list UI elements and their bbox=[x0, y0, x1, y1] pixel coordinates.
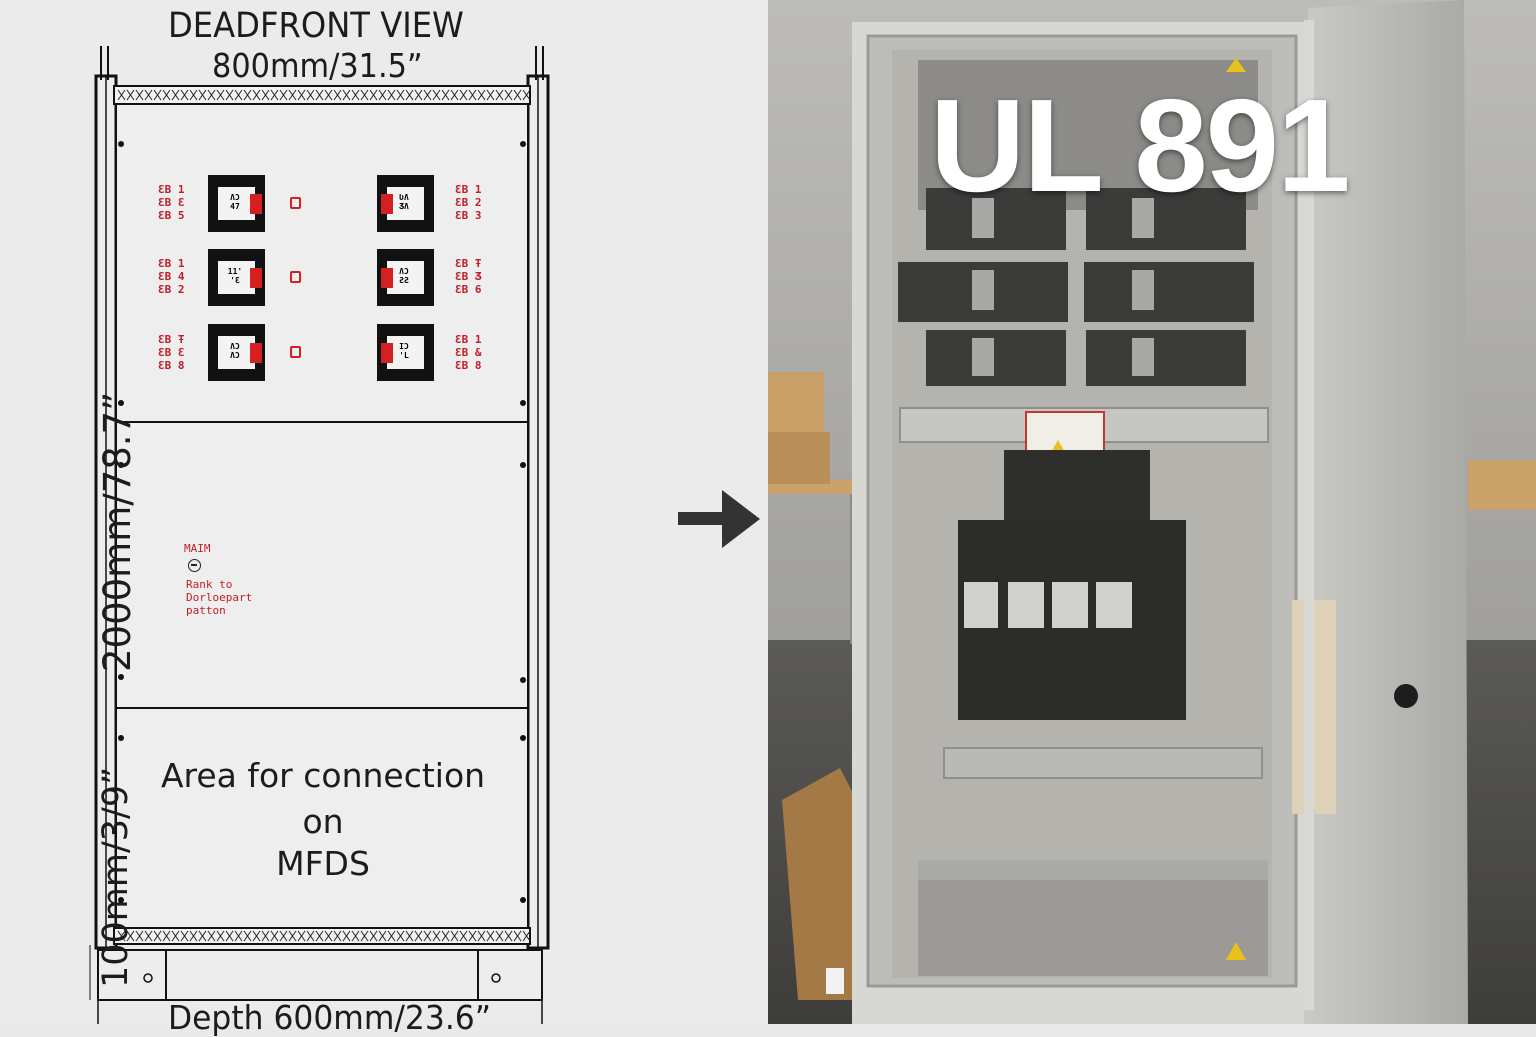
panel-connection bbox=[115, 707, 529, 929]
top-bar bbox=[113, 85, 531, 105]
breaker-code: IƆ 'L bbox=[399, 342, 409, 360]
breaker-label-right-2: ƐB Ŧ ƐB Ʒ ƐB 6 bbox=[455, 257, 482, 296]
breaker-code: ɅƆ ƧƧ bbox=[399, 267, 409, 285]
plinth bbox=[97, 949, 543, 1001]
breaker-label-right-1: ƐB 1 ƐB 2 ƐB 3 bbox=[455, 183, 482, 222]
breaker-code: ɅƆ ɅƆ bbox=[230, 342, 240, 360]
breaker-left-3: ɅƆ ɅƆ bbox=[208, 324, 265, 381]
connection-area-line-1: Area for connection bbox=[160, 756, 486, 795]
bottom-bar bbox=[113, 927, 531, 945]
main-switch-icon bbox=[188, 559, 201, 572]
cabinet-illustration bbox=[768, 0, 1536, 1024]
depth-dimension: Depth 600mm/23.6” bbox=[168, 998, 491, 1037]
indicator-light-icon bbox=[290, 346, 301, 358]
breaker-code: 11' 'Ɛ bbox=[227, 267, 243, 285]
breaker-right-1: ƲɅ ƷɅ bbox=[377, 175, 434, 232]
connection-area-line-3: MFDS bbox=[276, 844, 370, 883]
panel-main bbox=[115, 421, 529, 709]
main-breaker-description: Rank to Dorloepart patton bbox=[186, 578, 253, 617]
width-dimension: 800mm/31.5” bbox=[212, 46, 423, 85]
connection-area-line-2: on bbox=[302, 802, 344, 841]
photo-title: UL 891 bbox=[930, 72, 1350, 219]
breaker-code: ɅƆ 47 bbox=[230, 193, 240, 211]
breaker-code: ƲɅ ƷɅ bbox=[399, 193, 409, 211]
main-breaker-title: MAIM bbox=[184, 542, 211, 555]
drawing-linework bbox=[89, 46, 550, 1024]
arrow-right-icon bbox=[676, 484, 762, 560]
breaker-label-right-3: ƐB 1 ƐB & ƐB 8 bbox=[455, 333, 482, 372]
cabinet-photo: UL 891 bbox=[768, 0, 1536, 1024]
breaker-label-left-3: ƐB Ŧ ƐB Ɛ ƐB 8 bbox=[158, 333, 185, 372]
breaker-label-left-2: ƐB 1 ƐB 4 ƐB 2 bbox=[158, 257, 185, 296]
panel-breakers bbox=[115, 103, 529, 423]
breaker-right-2: ɅƆ ƧƧ bbox=[377, 249, 434, 306]
breaker-label-left-1: ƐB 1 ƐB Ɛ ƐB 5 bbox=[158, 183, 185, 222]
height-dimension: 2000mm/78.7” bbox=[96, 391, 139, 672]
drawing-title: DEADFRONT VIEW bbox=[168, 6, 464, 46]
breaker-left-1: ɅƆ 47 bbox=[208, 175, 265, 232]
breaker-right-3: IƆ 'L bbox=[377, 324, 434, 381]
breaker-left-2: 11' 'Ɛ bbox=[208, 249, 265, 306]
indicator-light-icon bbox=[290, 197, 301, 209]
indicator-light-icon bbox=[290, 271, 301, 283]
deadfront-drawing: DEADFRONT VIEW 800mm/31.5” 2000mm/78.7” … bbox=[0, 0, 768, 1037]
